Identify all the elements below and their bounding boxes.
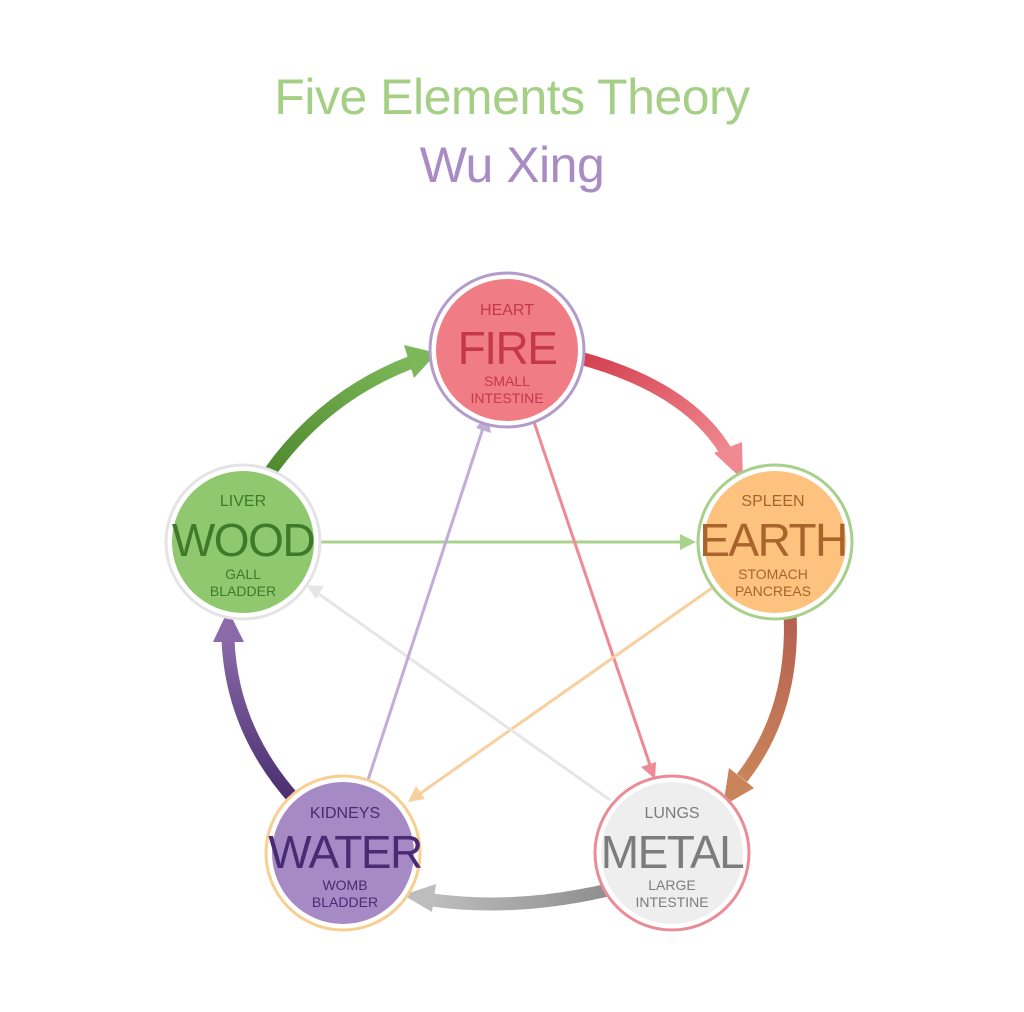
fire-label: FIRE xyxy=(458,322,557,374)
generating-cycle-arrows xyxy=(213,345,797,912)
fire-organ-bottom-1: SMALL xyxy=(484,373,530,389)
arrow-metal-to-water xyxy=(403,881,618,912)
wood-organ-bottom-1: GALL xyxy=(225,566,261,582)
arrow-earth-to-water xyxy=(408,586,713,802)
element-water: KIDNEYS WATER WOMB BLADDER xyxy=(264,774,424,932)
metal-organ-top: LUNGS xyxy=(644,805,699,822)
fire-circle xyxy=(436,279,578,421)
fire-organ-bottom-2: INTESTINE xyxy=(470,390,543,406)
water-label: WATER xyxy=(268,826,422,878)
arrow-water-to-wood xyxy=(213,610,300,805)
arrow-fire-to-metal xyxy=(532,421,656,779)
element-fire: HEART FIRE SMALL INTESTINE xyxy=(428,271,586,429)
diagram-subtitle: Wu Xing xyxy=(419,137,605,193)
control-cycle-lines xyxy=(306,414,713,802)
earth-organ-top: SPLEEN xyxy=(741,493,804,510)
diagram-title: Five Elements Theory xyxy=(274,69,750,125)
water-circle xyxy=(272,782,414,924)
metal-label: METAL xyxy=(601,826,744,878)
earth-organ-bottom-1: STOMACH xyxy=(738,566,808,582)
water-organ-bottom-1: WOMB xyxy=(322,877,367,893)
wood-circle xyxy=(172,471,314,613)
earth-organ-bottom-2: PANCREAS xyxy=(735,583,811,599)
arrow-wood-to-fire xyxy=(264,345,437,476)
wood-organ-top: LIVER xyxy=(220,493,266,510)
arrow-fire-to-earth xyxy=(578,351,743,480)
wood-label: WOOD xyxy=(172,514,314,566)
wood-organ-bottom-2: BLADDER xyxy=(210,583,276,599)
water-organ-bottom-2: BLADDER xyxy=(312,894,378,910)
element-earth: SPLEEN EARTH STOMACH PANCREAS xyxy=(696,463,854,621)
arrow-wood-to-earth xyxy=(318,534,696,550)
metal-circle xyxy=(601,782,743,924)
arrow-water-to-fire xyxy=(366,414,491,781)
earth-label: EARTH xyxy=(699,514,847,566)
fire-organ-top: HEART xyxy=(480,302,534,319)
element-metal: LUNGS METAL LARGE INTESTINE xyxy=(593,774,751,932)
water-organ-top: KIDNEYS xyxy=(310,805,380,822)
arrow-earth-to-metal xyxy=(723,611,797,806)
metal-organ-bottom-1: LARGE xyxy=(648,877,695,893)
earth-circle xyxy=(704,471,846,613)
element-wood: LIVER WOOD GALL BLADDER xyxy=(164,463,322,621)
arrow-metal-to-wood xyxy=(306,585,611,802)
metal-organ-bottom-2: INTESTINE xyxy=(635,894,708,910)
